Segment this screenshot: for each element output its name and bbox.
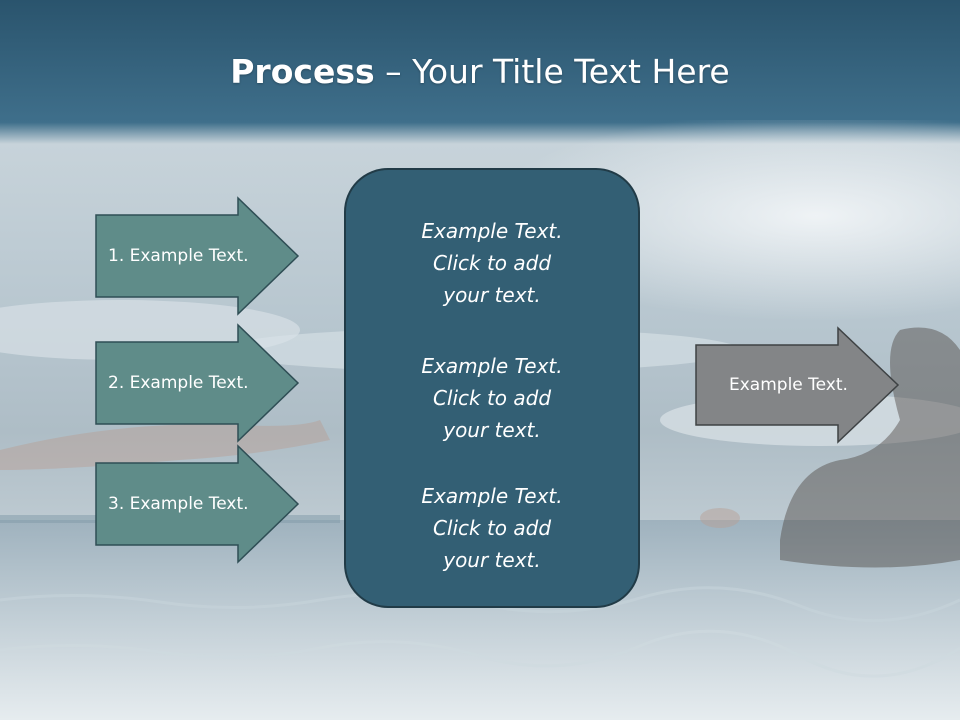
center-block-3-line-1: Example Text. xyxy=(421,484,563,508)
step-arrow-3[interactable]: 3. Example Text. xyxy=(95,444,300,564)
center-block-1[interactable]: Example Text. Click to add your text. xyxy=(346,215,638,311)
center-block-1-line-2: Click to add xyxy=(432,251,552,275)
arrow-shape xyxy=(95,444,300,564)
center-block-1-line-3: your text. xyxy=(443,283,541,307)
center-block-2[interactable]: Example Text. Click to add your text. xyxy=(346,350,638,446)
step-label-2: 2. Example Text. xyxy=(108,373,249,393)
step-label-1: 1. Example Text. xyxy=(108,246,249,266)
arrow-shape xyxy=(95,196,300,316)
arrow-shape xyxy=(95,323,300,443)
center-text-box[interactable]: Example Text. Click to add your text. Ex… xyxy=(344,168,640,608)
center-block-1-line-1: Example Text. xyxy=(421,219,563,243)
arrow-shape xyxy=(695,326,900,444)
center-block-3-line-2: Click to add xyxy=(432,516,552,540)
center-block-2-line-2: Click to add xyxy=(432,386,552,410)
center-block-2-line-3: your text. xyxy=(443,418,541,442)
title-rest: – Your Title Text Here xyxy=(374,52,730,91)
page-title: Process – Your Title Text Here xyxy=(0,52,960,91)
center-block-3-line-3: your text. xyxy=(443,548,541,572)
step-arrow-2[interactable]: 2. Example Text. xyxy=(95,323,300,443)
step-arrow-1[interactable]: 1. Example Text. xyxy=(95,196,300,316)
center-block-3[interactable]: Example Text. Click to add your text. xyxy=(346,480,638,576)
output-label: Example Text. xyxy=(729,375,848,395)
output-arrow[interactable]: Example Text. xyxy=(695,326,900,444)
step-label-3: 3. Example Text. xyxy=(108,494,249,514)
title-bold: Process xyxy=(230,52,375,91)
center-block-2-line-1: Example Text. xyxy=(421,354,563,378)
